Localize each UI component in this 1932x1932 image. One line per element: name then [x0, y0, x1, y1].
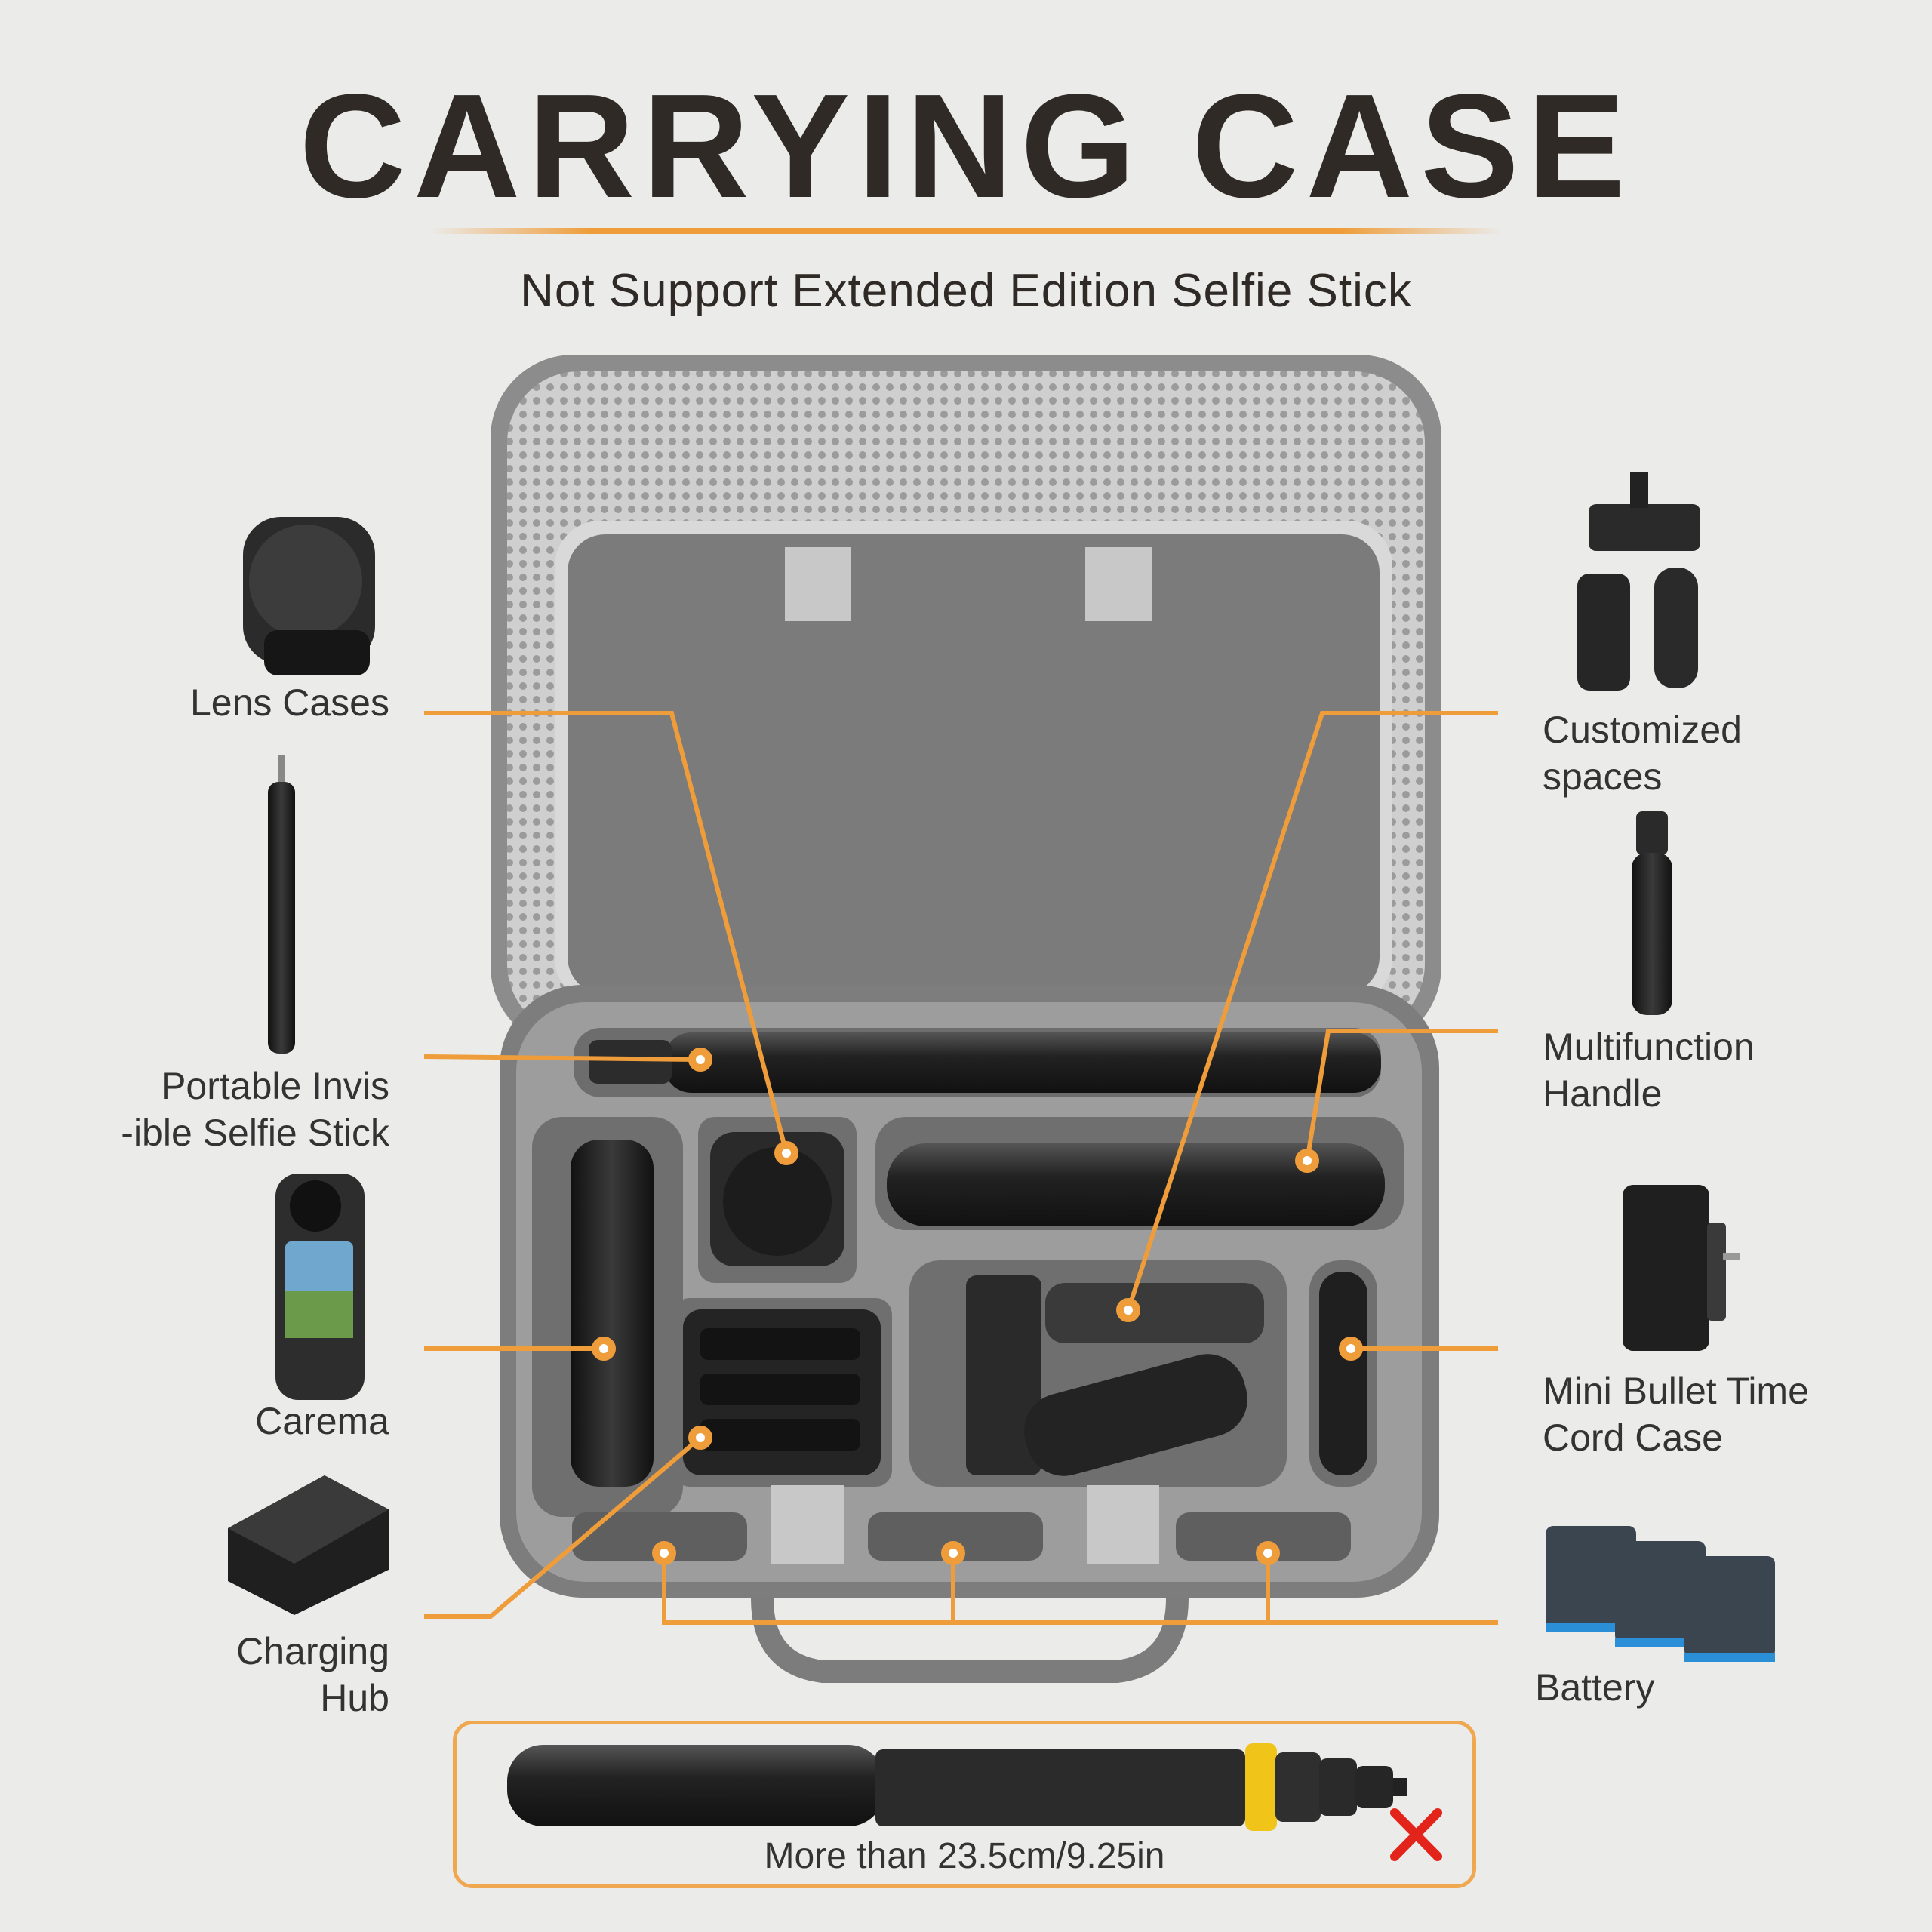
- label-customized-spaces: Customized spaces: [1543, 706, 1905, 800]
- selfie-stick-image: [268, 755, 295, 1054]
- label-charging-hub-line1: Charging: [236, 1630, 389, 1672]
- label-customized-line2: spaces: [1543, 755, 1663, 798]
- lens-cases-image: [243, 517, 375, 675]
- label-bullet-time-cord-case: Mini Bullet Time Cord Case: [1543, 1367, 1920, 1461]
- label-camera: Carema: [255, 1400, 389, 1442]
- unsupported-stick-notice: [453, 1721, 1476, 1888]
- label-multifunction-handle: Multifunction Handle: [1543, 1023, 1905, 1117]
- case-lid: [491, 355, 1441, 1049]
- cross-icon: [1390, 1808, 1442, 1861]
- label-selfie-stick-line1: Portable Invis: [161, 1065, 389, 1107]
- unsupported-stick-length: More than 23.5cm/9.25in: [764, 1836, 1165, 1876]
- multifunction-handle-image: [1632, 811, 1672, 1015]
- label-selfie-stick: Portable Invis -ible Selfie Stick: [45, 1063, 389, 1156]
- title-underline: [430, 228, 1502, 234]
- label-battery: Battery: [1535, 1666, 1655, 1709]
- extended-selfie-stick-image: [507, 1743, 1407, 1831]
- label-bullet-time-line2: Cord Case: [1543, 1417, 1723, 1459]
- label-lens-cases: Lens Cases: [189, 681, 389, 724]
- label-charging-hub: Charging Hub: [113, 1628, 389, 1721]
- label-handle-line2: Handle: [1543, 1072, 1663, 1115]
- label-customized-line1: Customized: [1543, 709, 1742, 751]
- camera-image: [275, 1174, 365, 1400]
- page-title: CARRYING CASE: [299, 63, 1633, 229]
- label-handle-line1: Multifunction: [1543, 1026, 1755, 1068]
- label-charging-hub-line2: Hub: [320, 1677, 389, 1719]
- page-subtitle: Not Support Extended Edition Selfie Stic…: [520, 265, 1412, 317]
- label-bullet-time-line1: Mini Bullet Time: [1543, 1370, 1809, 1412]
- label-selfie-stick-line2: -ible Selfie Stick: [121, 1112, 389, 1154]
- charging-hub-image: [228, 1475, 389, 1615]
- bullet-time-cord-case-image: [1623, 1185, 1740, 1351]
- battery-image: [1546, 1526, 1775, 1662]
- customized-spaces-image: [1577, 472, 1700, 691]
- callout-dots: [592, 1048, 1363, 1565]
